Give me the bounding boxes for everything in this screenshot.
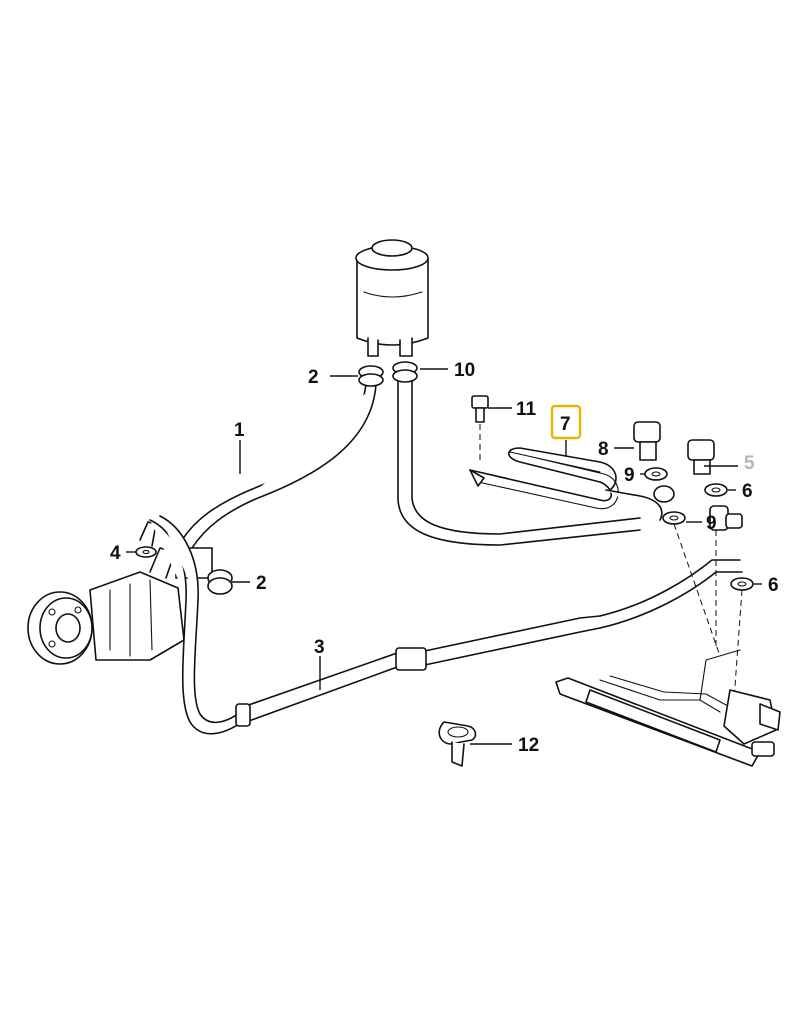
hose-clip-12 xyxy=(438,721,477,767)
callout-10[interactable]: 10 xyxy=(454,360,475,381)
washer-6-lower xyxy=(730,577,754,591)
washer-9-upper xyxy=(644,467,668,481)
hose-1-suction xyxy=(181,383,377,549)
banjo-bolt-8 xyxy=(633,421,661,461)
power-steering-pump xyxy=(27,521,213,665)
callout-9-lower[interactable]: 9 xyxy=(706,513,717,534)
callout-labels: 1 2 10 11 7 8 9 5 6 9 6 4 2 3 12 xyxy=(110,360,779,756)
fluid-reservoir xyxy=(355,239,429,357)
washer-9-lower xyxy=(662,511,686,525)
hose-clamp-2-top xyxy=(358,365,384,387)
hose-clamp-10 xyxy=(392,361,418,383)
assembly-guide-lines xyxy=(673,523,743,701)
fitting-coil-outlet xyxy=(653,485,675,503)
callout-1[interactable]: 1 xyxy=(234,420,245,441)
hose-pump-outlet xyxy=(149,515,247,735)
callout-12[interactable]: 12 xyxy=(518,735,539,756)
callout-2-top[interactable]: 2 xyxy=(308,367,319,388)
callout-3[interactable]: 3 xyxy=(314,637,325,658)
callout-11[interactable]: 11 xyxy=(516,399,537,420)
cooling-coil-7 xyxy=(469,447,663,521)
bolt-11 xyxy=(471,395,489,464)
callout-5[interactable]: 5 xyxy=(744,453,755,474)
washer-4 xyxy=(135,546,157,558)
pressure-hose-3 xyxy=(235,559,743,727)
callout-7-highlight xyxy=(550,404,582,440)
hose-clamp-2-side xyxy=(207,569,233,595)
banjo-bolt-5 xyxy=(687,439,715,475)
fitting-rack-inlet xyxy=(709,505,743,531)
callout-7[interactable]: 7 xyxy=(560,414,571,435)
washer-6-upper xyxy=(704,483,728,497)
callout-4[interactable]: 4 xyxy=(110,543,121,564)
callout-6-lower[interactable]: 6 xyxy=(768,575,779,596)
callout-2-side[interactable]: 2 xyxy=(256,573,267,594)
callout-8[interactable]: 8 xyxy=(598,439,609,460)
steering-rack xyxy=(555,649,781,767)
leader-lines xyxy=(126,368,762,745)
callout-9-upper[interactable]: 9 xyxy=(624,465,635,486)
callout-6-upper[interactable]: 6 xyxy=(742,481,753,502)
